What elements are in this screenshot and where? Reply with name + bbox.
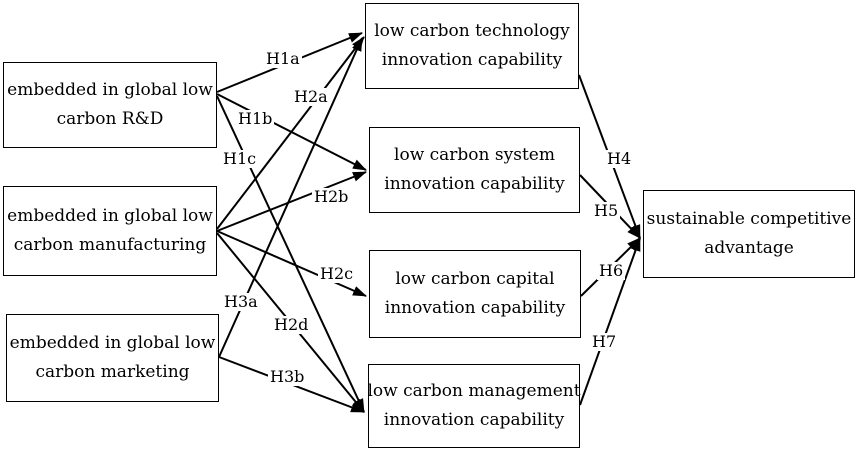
hypothesis-label-h7: H7 [590, 332, 619, 351]
construct-technology-line-2: innovation capability [381, 50, 563, 70]
construct-technology: low carbon technology innovation capabil… [365, 3, 579, 89]
construct-rd-line-2: carbon R&D [56, 109, 164, 129]
construct-system-line-1: low carbon system [394, 145, 555, 165]
construct-manufacturing-line-1: embedded in global low [7, 206, 213, 226]
construct-manufacturing: embedded in global low carbon manufactur… [3, 186, 217, 276]
construct-marketing: embedded in global low carbon marketing [6, 314, 219, 402]
hypothesis-label-h2a: H2a [292, 87, 330, 106]
arrow-h2c [216, 230, 367, 297]
construct-manufacturing-line-2: carbon manufacturing [13, 235, 207, 255]
construct-marketing-line-2: carbon marketing [35, 362, 190, 382]
hypothesis-label-h3b: H3b [268, 367, 307, 386]
construct-system-line-2: innovation capability [384, 174, 565, 194]
arrow-h2a [216, 36, 365, 230]
construct-management-line-1: low carbon management [367, 381, 581, 401]
construct-rd: embedded in global low carbon R&D [3, 62, 217, 148]
hypothesis-label-h4: H4 [605, 149, 634, 168]
construct-management-line-2: innovation capability [383, 410, 565, 430]
hypothesis-label-h6: H6 [597, 261, 626, 280]
hypothesis-label-h2c: H2c [318, 264, 356, 283]
arrow-h2b [216, 171, 367, 232]
hypothesis-label-h3a: H3a [222, 292, 260, 311]
construct-marketing-line-1: embedded in global low [9, 333, 216, 353]
construct-advantage: sustainable competitive advantage [643, 190, 855, 278]
hypothesis-label-h2b: H2b [312, 187, 351, 206]
hypothesis-label-h5: H5 [592, 201, 621, 220]
arrow-h1c [216, 95, 365, 413]
construct-capital: low carbon capital innovation capability [369, 250, 581, 338]
construct-rd-line-1: embedded in global low [7, 80, 213, 100]
arrow-h7 [579, 237, 641, 406]
construct-capital-line-2: innovation capability [384, 298, 566, 318]
construct-capital-line-1: low carbon capital [395, 269, 555, 289]
hypothesis-label-h1b: H1b [236, 109, 275, 128]
construct-advantage-line-1: sustainable competitive [646, 209, 852, 229]
construct-advantage-line-2: advantage [704, 238, 794, 258]
construct-technology-line-1: low carbon technology [374, 21, 570, 41]
hypothesis-label-h1a: H1a [264, 49, 302, 68]
construct-management: low carbon management innovation capabil… [367, 364, 581, 448]
hypothesis-label-h1c: H1c [221, 149, 259, 168]
hypothesis-label-h2d: H2d [272, 315, 311, 334]
construct-system: low carbon system innovation capability [369, 127, 580, 213]
